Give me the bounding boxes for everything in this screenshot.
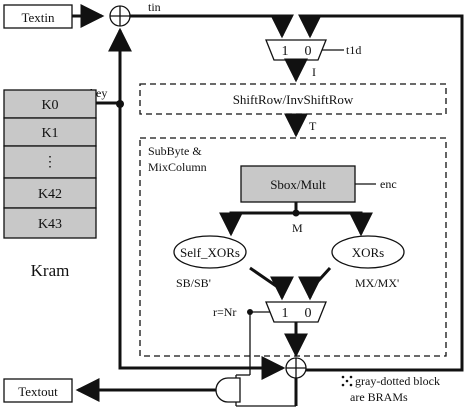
input-xor — [109, 5, 131, 27]
mux2-one: 1 — [282, 306, 289, 321]
kram-bram: K0 K1 ⋮ K42 K43 — [3, 89, 97, 239]
dotted-square-icon — [341, 375, 353, 387]
t-label: T — [309, 119, 317, 133]
key-to-round-xor — [118, 104, 286, 380]
sbox-mult-bram: Sbox/Mult — [240, 165, 356, 203]
enc-label: enc — [380, 177, 397, 191]
round-key-xor — [285, 357, 307, 379]
xors-label: XORs — [352, 245, 385, 260]
bram-note: gray-dotted block are BRAMs — [341, 374, 440, 404]
kram-key-0: K0 — [41, 98, 58, 113]
shiftrow-block: ShiftRow/InvShiftRow — [139, 83, 447, 115]
textin-box: Textin — [3, 4, 73, 29]
input-mux: 1 0 — [265, 39, 327, 61]
key-junction — [116, 100, 124, 108]
sb-label: SB/SB' — [176, 276, 211, 290]
mux1-one: 1 — [282, 44, 289, 59]
kram-key-43: K43 — [38, 217, 62, 232]
xors-unit: XORs — [331, 235, 405, 269]
m-junction — [292, 209, 300, 217]
self-xors-label: Self_XORs — [180, 245, 240, 260]
rnr-label: r=Nr — [213, 305, 236, 319]
kram-key-42: K42 — [38, 187, 62, 202]
note-line-2: are BRAMs — [350, 390, 408, 404]
subbyte-mixcolumn-block: SubByte & MixColumn — [139, 137, 447, 357]
i-label: I — [312, 65, 316, 79]
textout-box: Textout — [3, 378, 73, 403]
mux2-zero: 0 — [305, 306, 312, 321]
kram-label: Kram — [31, 261, 70, 280]
round-mux: 1 0 — [265, 301, 327, 323]
subbyte-label-1: SubByte & — [148, 144, 202, 158]
mux1-zero: 0 — [305, 44, 312, 59]
tin-path — [130, 14, 294, 39]
subbyte-label-2: MixColumn — [148, 160, 207, 174]
m-label: M — [292, 221, 303, 235]
kram-ellipsis: ⋮ — [43, 155, 57, 170]
note-line-1: gray-dotted block — [355, 374, 440, 388]
kram-key-1: K1 — [41, 126, 58, 141]
sb-path — [249, 266, 294, 301]
shiftrow-label: ShiftRow/InvShiftRow — [233, 92, 354, 107]
sbox-label: Sbox/Mult — [270, 177, 326, 192]
textin-label: Textin — [21, 10, 55, 25]
mx-path — [298, 266, 332, 301]
textout-label: Textout — [18, 384, 58, 399]
mx-label: MX/MX' — [355, 276, 399, 290]
feedback-path — [298, 14, 464, 372]
tin-label: tin — [148, 0, 161, 14]
t1d-label: t1d — [346, 43, 361, 57]
self-xors-unit: Self_XORs — [173, 235, 247, 269]
and-gate — [215, 377, 241, 403]
